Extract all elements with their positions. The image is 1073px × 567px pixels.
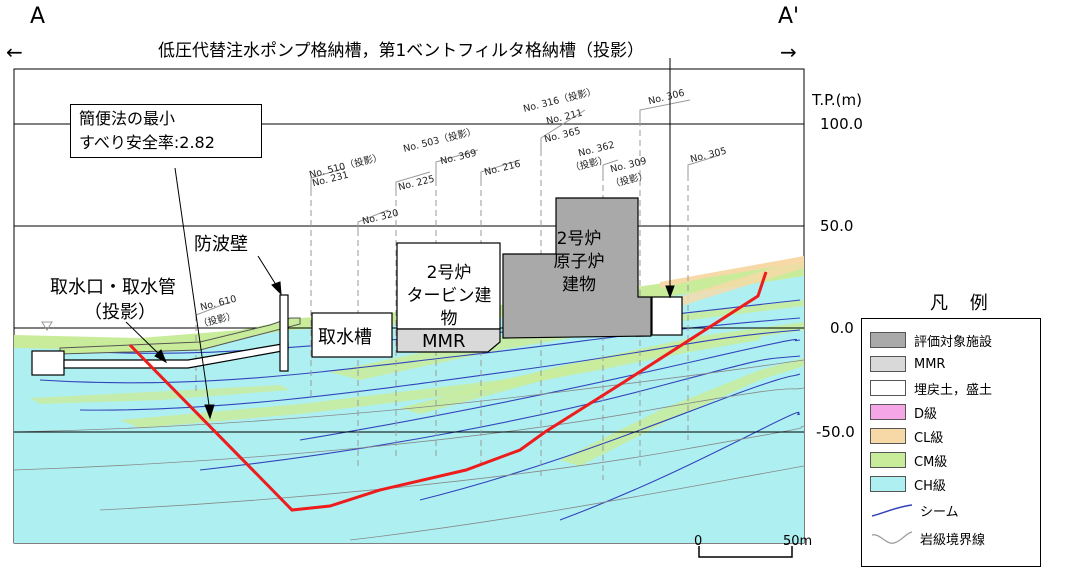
legend-label: CL級: [914, 430, 944, 446]
reactor-label-1: 2号炉: [556, 229, 602, 249]
cm-grade-band-4: [560, 358, 804, 466]
vent-filter-tank: [651, 296, 683, 336]
boundary-line-icon: [871, 531, 913, 544]
intake-projection-label: （投影）: [84, 302, 156, 323]
top-caption: 低圧代替注水ポンプ格納槽，第1ベントフィルタ格納槽（投影）: [158, 41, 644, 61]
tick-50: 50.0: [820, 217, 854, 235]
turbine-building: [396, 242, 501, 330]
cm-grade-band-3: [120, 334, 760, 428]
cm-grade-band-upper: [14, 262, 804, 350]
section-label-right: A': [778, 4, 800, 29]
legend-swatch: [870, 428, 906, 444]
legend-item-mmr: MMR: [870, 353, 945, 375]
safety-factor-callout: 簡便法の最小 すべり安全率:2.82: [70, 104, 262, 158]
legend-item-cm: CM級: [870, 449, 947, 471]
tick-0: 0.0: [830, 319, 854, 337]
legend-label: シーム: [920, 504, 959, 520]
cm-grade-band-5: [30, 385, 290, 404]
turbine-label-2: タービン建物: [406, 286, 492, 329]
fill-surface-band: [59, 317, 301, 355]
legend-swatch: [870, 380, 906, 396]
leader-arrows: [125, 58, 675, 420]
slip-surface-line: [128, 271, 768, 512]
legend-swatch: [870, 404, 906, 420]
section-label-left: A: [30, 4, 46, 29]
legend-label: MMR: [914, 356, 946, 372]
legend-swatch: [870, 356, 906, 372]
legend-item-d: D級: [870, 401, 937, 423]
cl-grade-band: [660, 256, 804, 288]
scale-end: 50m: [783, 534, 813, 549]
turbine-label-1: 2号炉: [426, 263, 472, 283]
boring-leaders: [195, 99, 721, 316]
legend-item-backfill: 埋戻土，盛土: [870, 377, 992, 399]
legend-item-boundary: 岩級境界線: [870, 527, 985, 549]
scale-zero: 0: [694, 534, 703, 549]
legend-label: 岩級境界線: [920, 532, 986, 548]
seam-line-icon: [871, 504, 913, 517]
legend-label: CM級: [914, 454, 948, 470]
callout-line-2: すべり安全率:2.82: [79, 133, 215, 152]
legend-title: 凡 例: [930, 293, 996, 314]
legend-swatch: [870, 476, 906, 492]
legend-item-ch: CH級: [870, 473, 946, 495]
intake-label: 取水口・取水管: [50, 277, 176, 298]
intake-tank: [311, 312, 393, 358]
water-level-marker: [41, 321, 53, 331]
seawall-label: 防波壁: [194, 234, 248, 255]
turbine-building-label: 2号炉 タービン建物: [400, 262, 498, 331]
legend: 評価対象施設 MMR 埋戻土，盛土 D級 CL級 CM級 CH級 シーム 岩級境…: [861, 318, 1041, 567]
legend-item-seam: シーム: [870, 499, 959, 521]
rock-grade-boundaries: [13, 359, 805, 541]
reactor-label-3: 建物: [562, 275, 596, 295]
elevation-unit: T.P.(m): [812, 91, 862, 109]
reactor-label-2: 原子炉: [553, 252, 605, 272]
legend-swatch: [870, 332, 906, 348]
reactor-building-label: 2号炉 原子炉 建物: [540, 228, 618, 297]
legend-item-cl: CL級: [870, 425, 943, 447]
tick-minus-50: -50.0: [816, 423, 855, 441]
legend-label: 評価対象施設: [914, 334, 993, 350]
callout-line-1: 簡便法の最小: [79, 109, 176, 128]
legend-label: 埋戻土，盛土: [914, 382, 993, 398]
legend-swatch: [870, 452, 906, 468]
intake-tank-label: 取水槽: [318, 327, 372, 348]
legend-item-facility: 評価対象施設: [870, 329, 992, 351]
legend-label: CH級: [914, 478, 946, 494]
tick-100: 100.0: [820, 115, 863, 133]
left-arrow-icon: ←: [6, 40, 23, 64]
scale-bar: [698, 546, 793, 558]
legend-label: D級: [914, 406, 938, 422]
mmr-block: [396, 328, 501, 353]
ground-slope: [682, 258, 804, 306]
reactor-building: [502, 197, 652, 339]
right-arrow-icon: →: [780, 40, 797, 64]
seawall: [279, 294, 289, 372]
mmr-label: MMR: [422, 331, 466, 352]
cm-grade-band-1: [330, 300, 804, 380]
